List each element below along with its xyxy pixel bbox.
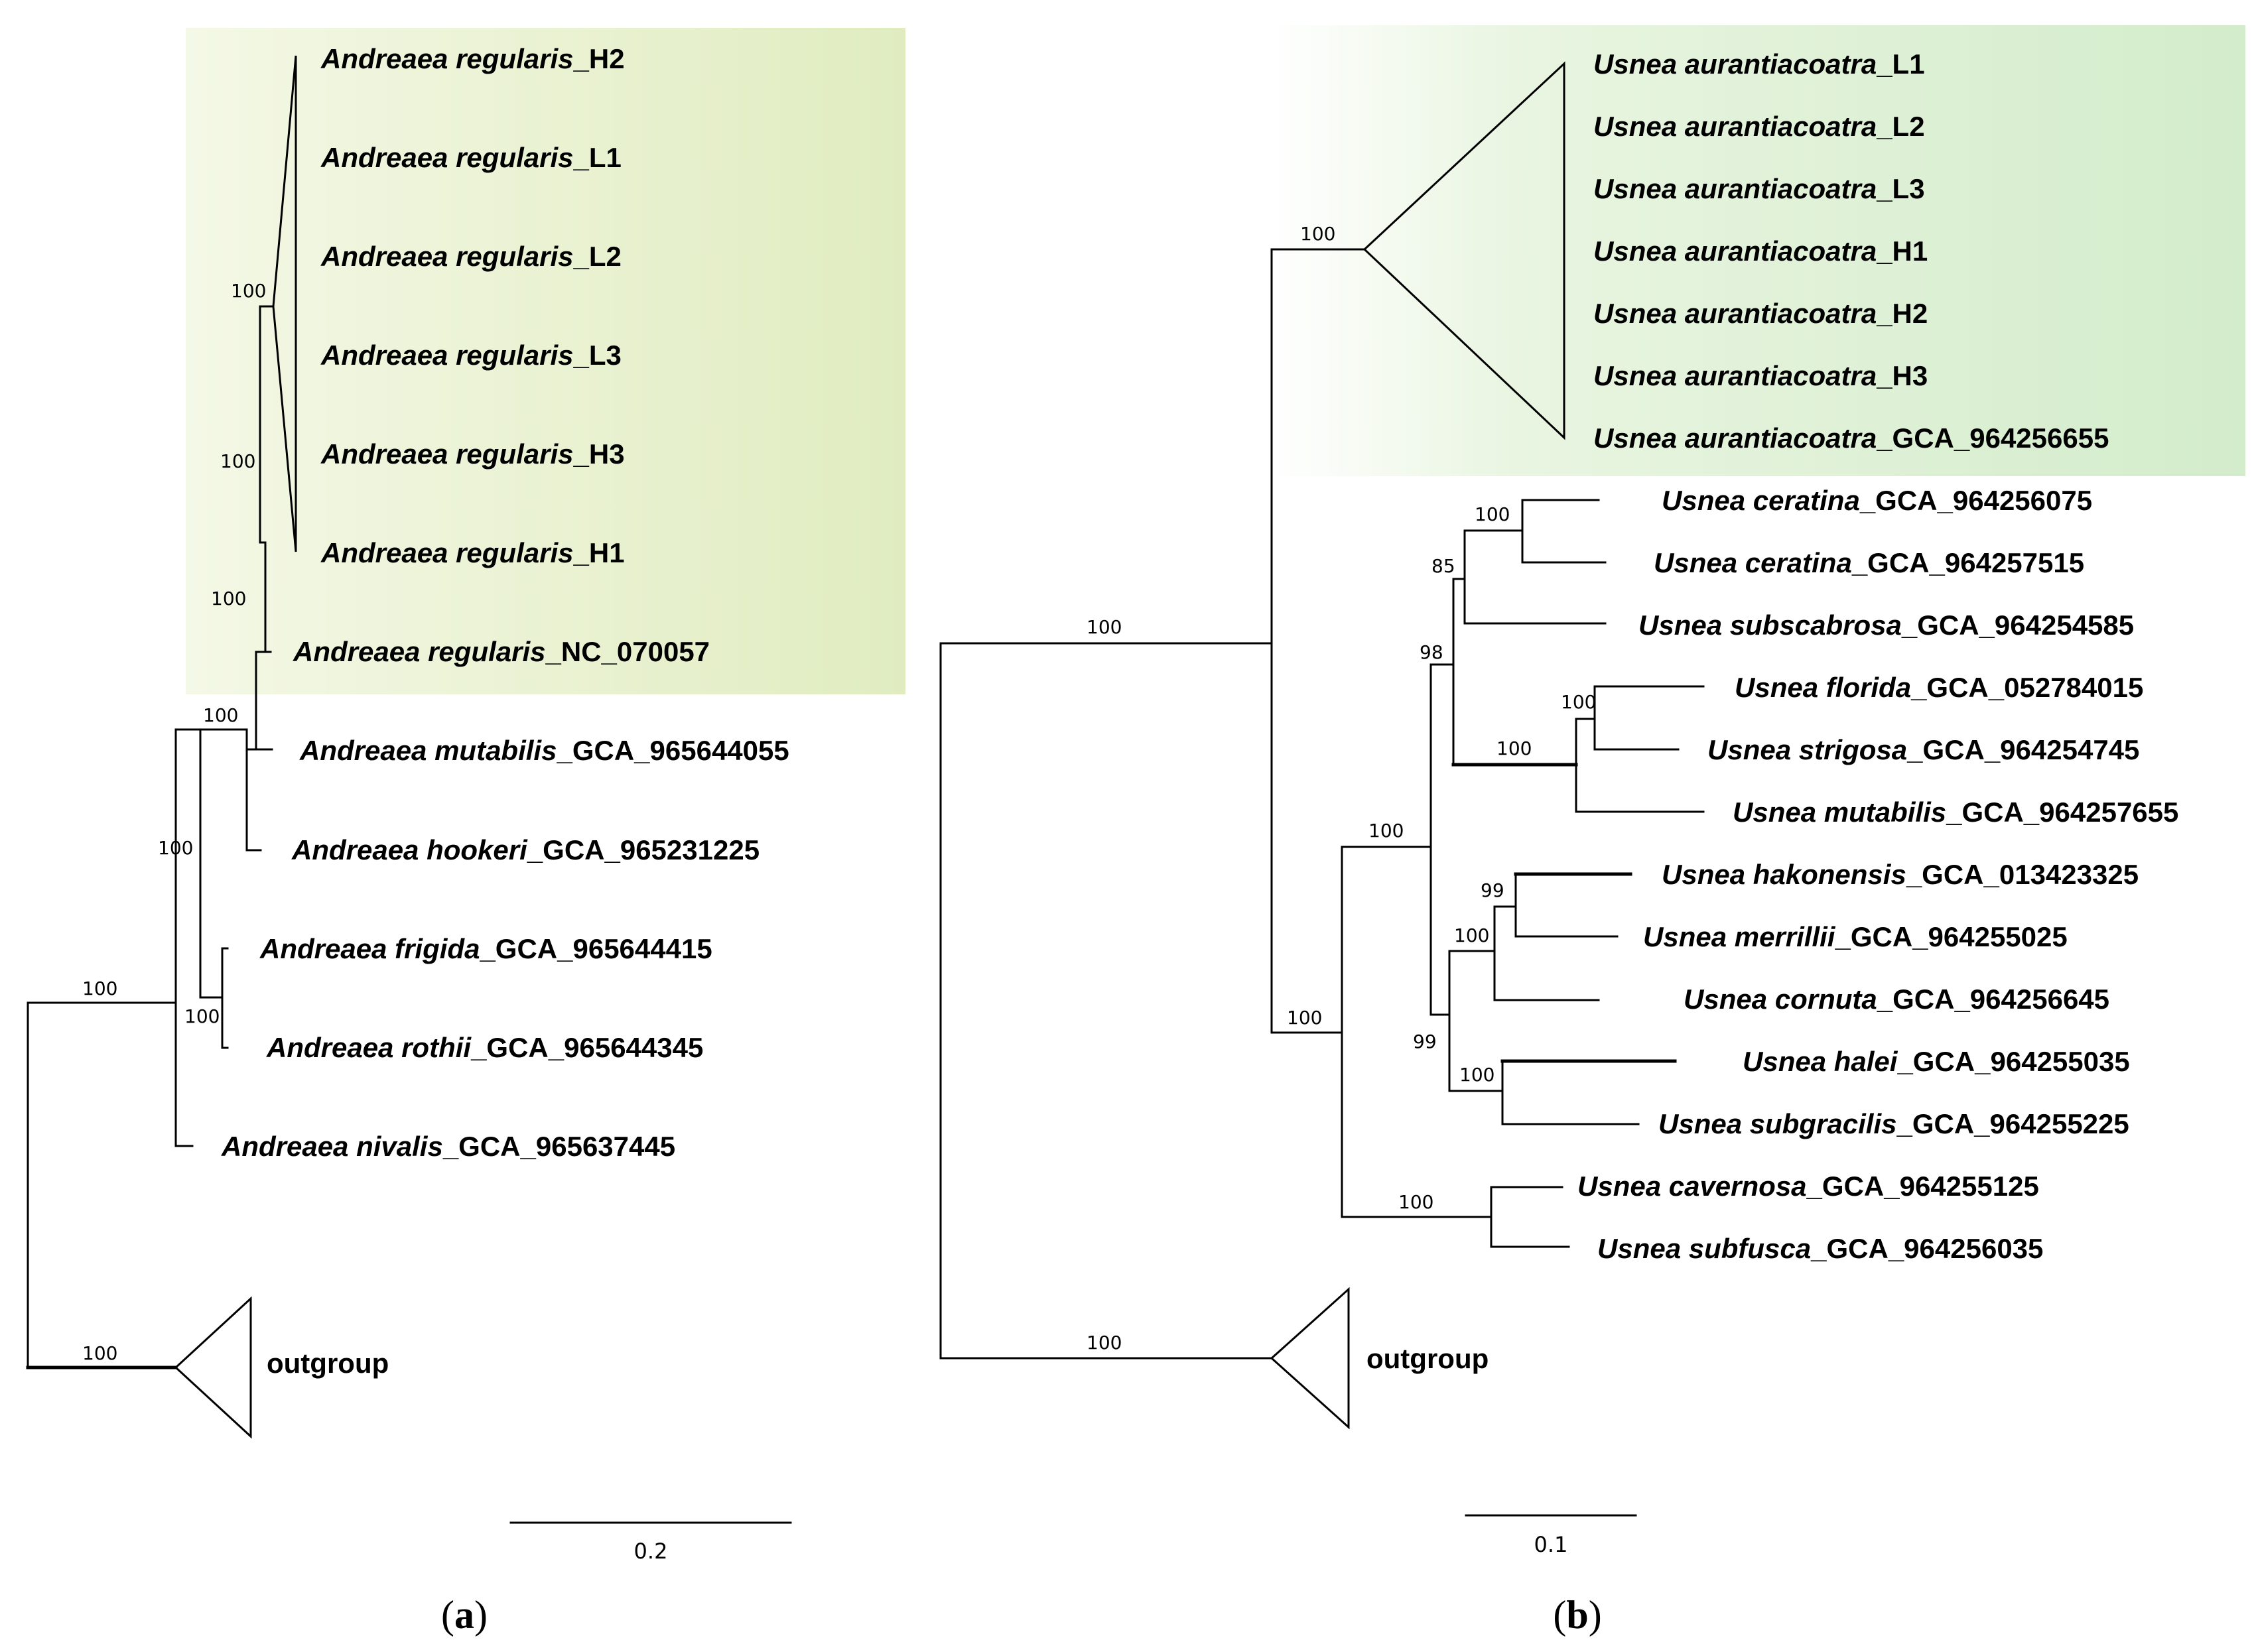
support-value: 100 [1496,737,1532,759]
support-value: 100 [1087,1332,1122,1354]
tip-label: Usnea florida_GCA_052784015 [1735,672,2143,703]
highlight-clade-aurantiacoatra [1270,25,2245,476]
tip-label: Andreaea rothii_GCA_965644345 [266,1032,703,1063]
support-value: 100 [184,1005,220,1027]
tip-label: Usnea aurantiacoatra_H3 [1593,360,1928,391]
tip-label: Usnea strigosa_GCA_964254745 [1707,734,2139,765]
highlight-clade-regularis [186,28,905,694]
tip-label: Usnea cornuta_GCA_964256645 [1684,984,2109,1015]
tip-label: Usnea aurantiacoatra_H2 [1593,298,1928,329]
support-value: 100 [1398,1191,1433,1213]
outgroup-label-b: outgroup [1366,1343,1489,1374]
support-value: 100 [1459,1064,1494,1086]
tip-label: Andreaea frigida_GCA_965644415 [259,933,712,964]
support-value: 100 [1368,820,1404,842]
scale-bar-b: 0.1 [1465,1514,1637,1557]
tip-label: Usnea ceratina_GCA_964257515 [1654,547,2084,578]
tip-label: Usnea cavernosa_GCA_964255125 [1577,1171,2039,1202]
support-value: 99 [1481,879,1504,901]
support-value: 100 [231,280,266,302]
support-value: 100 [1561,691,1596,713]
support-values-b: 100 100 85 98 100 100 100 99 100 99 100 … [1087,223,1596,1354]
tip-label: Andreaea regularis_H2 [320,43,625,74]
outgroup-triangle-a [174,1296,252,1439]
tip-label: Usnea aurantiacoatra_H1 [1593,235,1928,267]
scale-bar-label: 0.2 [634,1539,668,1564]
scale-bar-a: 0.2 [509,1521,792,1564]
tip-label: Andreaea nivalis_GCA_965637445 [221,1131,675,1162]
tree-b-branches [939,61,1705,1430]
support-value: 100 [1454,924,1489,946]
tip-label: Usnea subgracilis_GCA_964255225 [1658,1108,2129,1139]
support-value: 100 [211,588,246,609]
support-values-a: 100 100 100 100 100 100 100 100 [82,280,266,1364]
support-value: 85 [1431,555,1455,577]
tip-label: Andreaea regularis_H1 [320,537,625,568]
tip-label: Andreaea regularis_L1 [320,142,622,173]
tree-a-branches [26,55,297,1439]
outgroup-label-a: outgroup [267,1348,389,1379]
collapsed-clade-regularis-a [272,55,297,552]
outgroup-triangle-b [1270,1287,1350,1430]
support-value: 100 [203,704,238,726]
scale-bar-label: 0.1 [1534,1532,1568,1557]
tip-label: Usnea hakonensis_GCA_013423325 [1662,859,2139,890]
support-value: 99 [1413,1031,1437,1052]
panel-a: 100 100 100 100 100 100 100 100 Andreaea… [26,28,905,1637]
tip-label: Usnea merrillii_GCA_964255025 [1643,921,2068,952]
tip-label: Andreaea regularis_L3 [320,340,622,371]
tip-label: Usnea mutabilis_GCA_964257655 [1733,796,2178,828]
panel-b: 100 100 85 98 100 100 100 99 100 99 100 … [939,25,2245,1637]
panel-label-a: (a) [441,1593,488,1637]
panel-label-b: (b) [1553,1593,1601,1637]
tip-label: Andreaea regularis_NC_070057 [293,636,710,667]
tip-label: Usnea aurantiacoatra_L3 [1593,173,1925,204]
tip-labels-b: Usnea aurantiacoatra_L1 Usnea aurantiaco… [1366,48,2178,1374]
support-value: 98 [1420,641,1443,663]
collapsed-clade-aurantiacoatra-b [1362,61,1565,440]
tip-label: Usnea aurantiacoatra_L1 [1593,48,1925,80]
support-value: 100 [1087,616,1122,638]
tip-label: Andreaea hookeri_GCA_965231225 [291,834,760,865]
tip-label: Usnea subfusca_GCA_964256035 [1597,1233,2043,1264]
tip-label: Andreaea regularis_H3 [320,438,625,470]
tip-label: Andreaea mutabilis_GCA_965644055 [299,735,789,766]
support-value: 100 [1300,223,1335,245]
support-value: 100 [1287,1007,1322,1029]
support-value: 100 [82,1342,117,1364]
tip-label: Usnea subscabrosa_GCA_964254585 [1638,609,2134,641]
support-value: 100 [82,978,117,999]
support-value: 100 [158,837,193,859]
tip-label: Usnea halei_GCA_964255035 [1743,1046,2130,1077]
support-value: 100 [1475,503,1510,525]
tip-labels-a: Andreaea regularis_H2 Andreaea regularis… [221,43,789,1379]
support-value: 100 [220,450,255,472]
tip-label: Usnea aurantiacoatra_L2 [1593,111,1925,142]
tip-label: Andreaea regularis_L2 [320,241,622,272]
tip-label: Usnea aurantiacoatra_GCA_964256655 [1593,422,2109,454]
tip-label: Usnea ceratina_GCA_964256075 [1662,485,2092,516]
